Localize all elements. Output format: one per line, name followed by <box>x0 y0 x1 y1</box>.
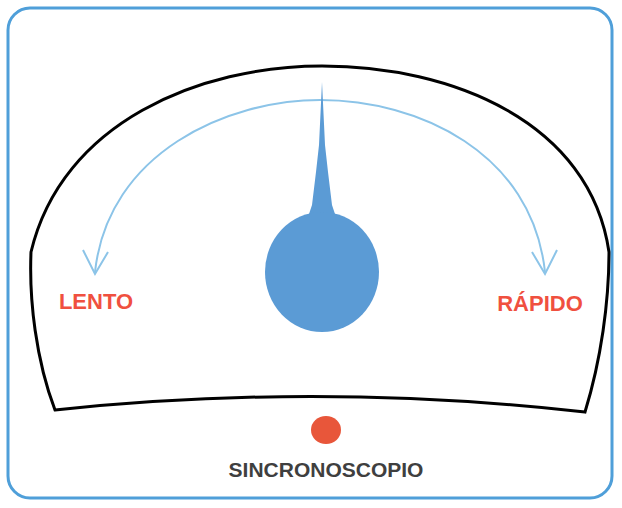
needle <box>303 82 341 232</box>
dial-face <box>31 66 609 412</box>
indicator-lamp <box>311 416 341 444</box>
slow-label: LENTO <box>59 290 133 314</box>
instrument-title: SINCRONOSCOPIO <box>229 458 424 481</box>
arrowhead-right <box>532 250 557 274</box>
arrowhead-left <box>83 250 108 274</box>
needle-hub <box>265 212 379 332</box>
fast-label: RÁPIDO <box>497 292 583 316</box>
frame-border <box>8 8 612 498</box>
